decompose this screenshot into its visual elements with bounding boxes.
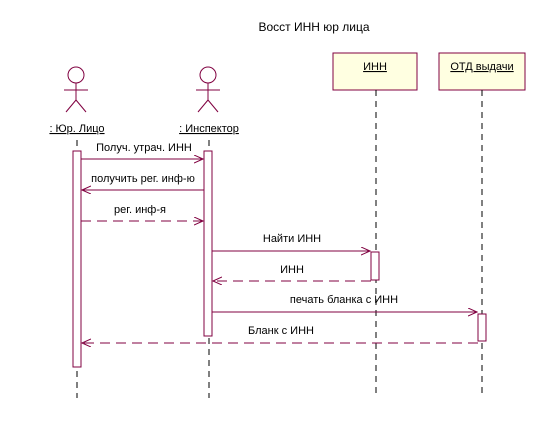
participant-label: ОТД выдачи — [450, 61, 513, 73]
message-label: Получ. утрач. ИНН — [96, 142, 192, 154]
message-label: ИНН — [280, 264, 304, 276]
activation-bar — [477, 313, 487, 342]
message-label: печать бланка с ИНН — [290, 294, 398, 306]
object-box — [332, 52, 418, 91]
actor-icon — [196, 66, 220, 113]
activation-bar — [72, 150, 82, 368]
activation-bar — [203, 150, 213, 337]
actor-icon — [64, 66, 88, 113]
message-label: Найти ИНН — [263, 233, 321, 245]
message-label: получить рег. инф-ю — [91, 173, 195, 185]
participant-label: : Юр. Лицо — [49, 123, 104, 135]
diagram-title: Восст ИНН юр лица — [258, 20, 369, 34]
participant-yur-litso[interactable]: : Юр. Лицо — [49, 66, 105, 135]
message-label: Бланк с ИНН — [248, 325, 314, 337]
participant-inspektor[interactable]: : Инспектор — [179, 66, 239, 135]
participant-otd-vydachi[interactable]: ОТД выдачи — [438, 52, 526, 91]
message-label: рег. инф-я — [114, 204, 166, 216]
activation-bar — [370, 251, 380, 281]
participant-label: ИНН — [363, 61, 387, 73]
participant-label: : Инспектор — [179, 123, 239, 135]
participant-inn[interactable]: ИНН — [332, 52, 418, 91]
